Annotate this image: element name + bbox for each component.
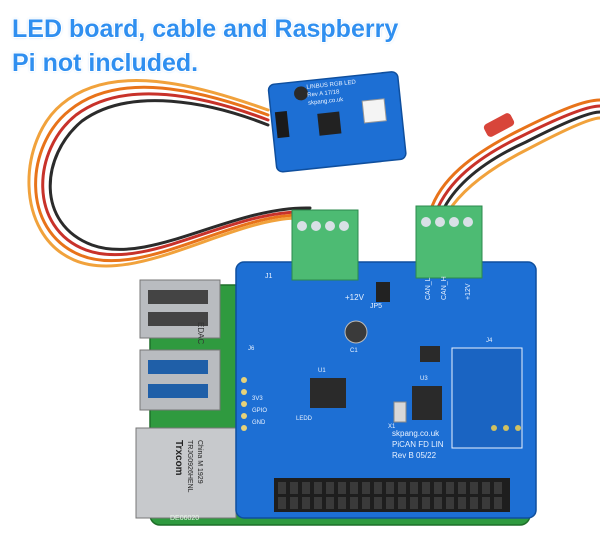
label-12v-right: +12V <box>465 283 472 300</box>
rj45-label-1: Trxcom <box>173 440 184 476</box>
caption-line-1: LED board, cable and Raspberry <box>12 15 399 43</box>
led-board-silk-3: skpang.co.uk <box>308 97 345 107</box>
led-board-silk-2: Rev A 17/18 <box>307 89 340 98</box>
label-j6: J6 <box>248 346 255 352</box>
led-board-silk-1: LINBUS RGB LED <box>306 80 357 91</box>
pican-board: J1 JP5 +12V CAN_L CAN_H +12V C1 U1 U3 X1… <box>235 205 537 519</box>
led-board-chip <box>317 111 342 136</box>
label-j4: J4 <box>486 338 493 344</box>
usb-port-top <box>139 279 221 339</box>
label-j1: J1 <box>265 273 273 280</box>
label-u3: U3 <box>420 376 428 382</box>
pi-bottom-label: DE06020 <box>170 515 199 522</box>
label-can-h: CAN_H <box>441 276 448 300</box>
label-c1: C1 <box>350 348 358 354</box>
cable-right <box>428 98 600 214</box>
chip-u1 <box>310 378 346 408</box>
label-can-l: CAN_L <box>425 277 432 300</box>
chip-u3 <box>412 386 442 420</box>
usb-label: EDAC <box>196 322 205 344</box>
brand-line-1: skpang.co.uk <box>392 429 440 438</box>
label-gnd: GND <box>252 420 266 426</box>
usb-port-bottom <box>139 349 221 411</box>
label-3v3: 3V3 <box>252 396 263 402</box>
terminal-block-right <box>415 205 483 279</box>
rgb-led <box>361 98 387 124</box>
terminal-block-left <box>291 209 359 281</box>
label-12v-left: +12V <box>345 293 365 302</box>
led-board: LINBUS RGB LED Rev A 17/18 skpang.co.uk <box>267 71 407 173</box>
label-x1: X1 <box>388 424 396 430</box>
crystal-x1 <box>393 401 407 423</box>
label-ledd: LEDD <box>296 416 313 422</box>
rj45-label-2: TRJG0926HENL <box>186 440 193 493</box>
label-gpio: GPIO <box>252 408 267 414</box>
brand-line-3: Rev B 05/22 <box>392 451 437 460</box>
ethernet-port <box>135 427 237 519</box>
brand-line-2: PiCAN FD LIN <box>392 440 444 449</box>
label-jp5: JP5 <box>370 303 382 310</box>
caption: LED board, cable and Raspberry Pi not in… <box>12 12 532 80</box>
label-u1: U1 <box>318 368 326 374</box>
capacitor <box>344 320 368 344</box>
caption-line-2: Pi not included. <box>12 49 199 77</box>
cable-loop <box>27 79 312 268</box>
rj45-label-3: China M 1929 <box>196 440 203 484</box>
